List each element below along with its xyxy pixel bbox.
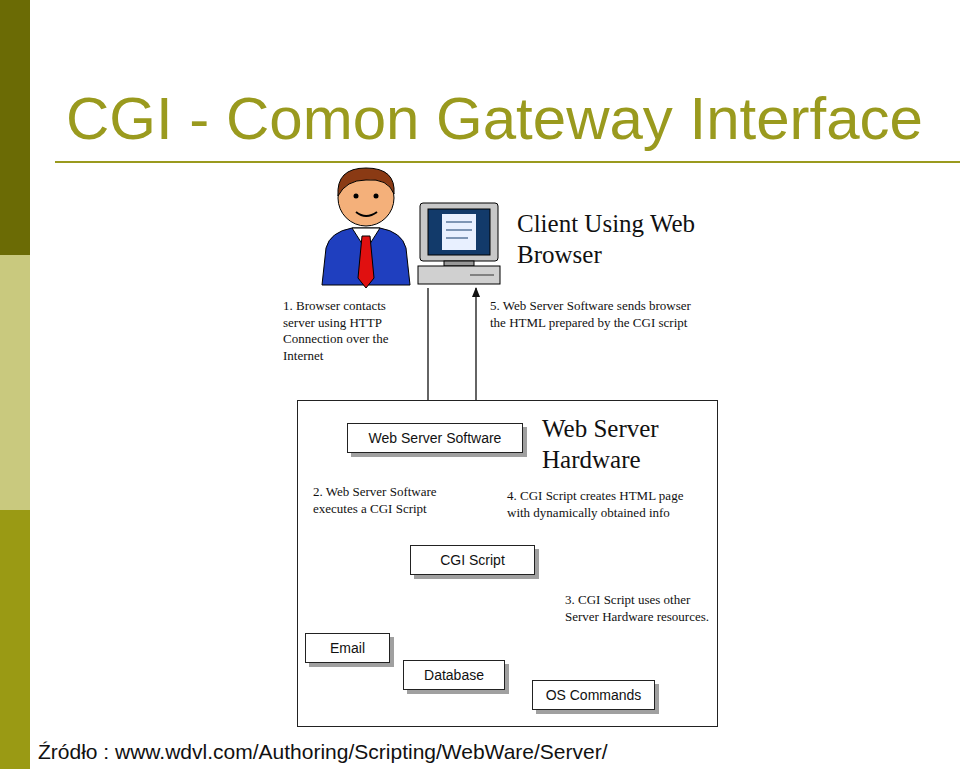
client-group: Client Using Web Browser xyxy=(418,198,702,288)
slide-title: CGI - Comon Gateway Interface xyxy=(66,84,923,153)
step-note: 2. Web Server Software executes a CGI Sc… xyxy=(313,484,438,517)
step-note: 3. CGI Script uses other Server Hardware… xyxy=(565,592,710,625)
step-note: 1. Browser contacts server using HTTP Co… xyxy=(283,298,418,364)
server-hardware-box: Web Server Hardware Web Server SoftwareCG… xyxy=(297,400,718,727)
node-label: OS Commands xyxy=(543,687,644,703)
person-illustration xyxy=(322,168,410,288)
side-bar xyxy=(0,0,30,255)
node-label: Web Server Hardware xyxy=(542,413,712,475)
resource-box: Database xyxy=(403,660,505,690)
resource-box: OS Commands xyxy=(532,680,655,710)
node-label: Email xyxy=(316,640,379,656)
node-label: Web Server Software xyxy=(358,430,512,446)
step-note: 5. Web Server Software sends browser the… xyxy=(490,298,705,331)
resource-box: Email xyxy=(305,633,390,663)
node-label: Client Using Web Browser xyxy=(517,208,702,270)
process-box: Web Server Software xyxy=(347,423,523,453)
node-label: Database xyxy=(414,667,494,683)
process-box: CGI Script xyxy=(410,545,535,575)
node-label: CGI Script xyxy=(421,552,524,568)
title-rule xyxy=(55,161,960,163)
step-note: 4. CGI Script creates HTML page with dyn… xyxy=(507,488,707,521)
side-bar xyxy=(0,510,30,769)
computer-illustration xyxy=(418,203,500,284)
side-bar xyxy=(0,255,30,510)
source-caption: Źródło : www.wdvl.com/Authoring/Scriptin… xyxy=(38,740,608,764)
